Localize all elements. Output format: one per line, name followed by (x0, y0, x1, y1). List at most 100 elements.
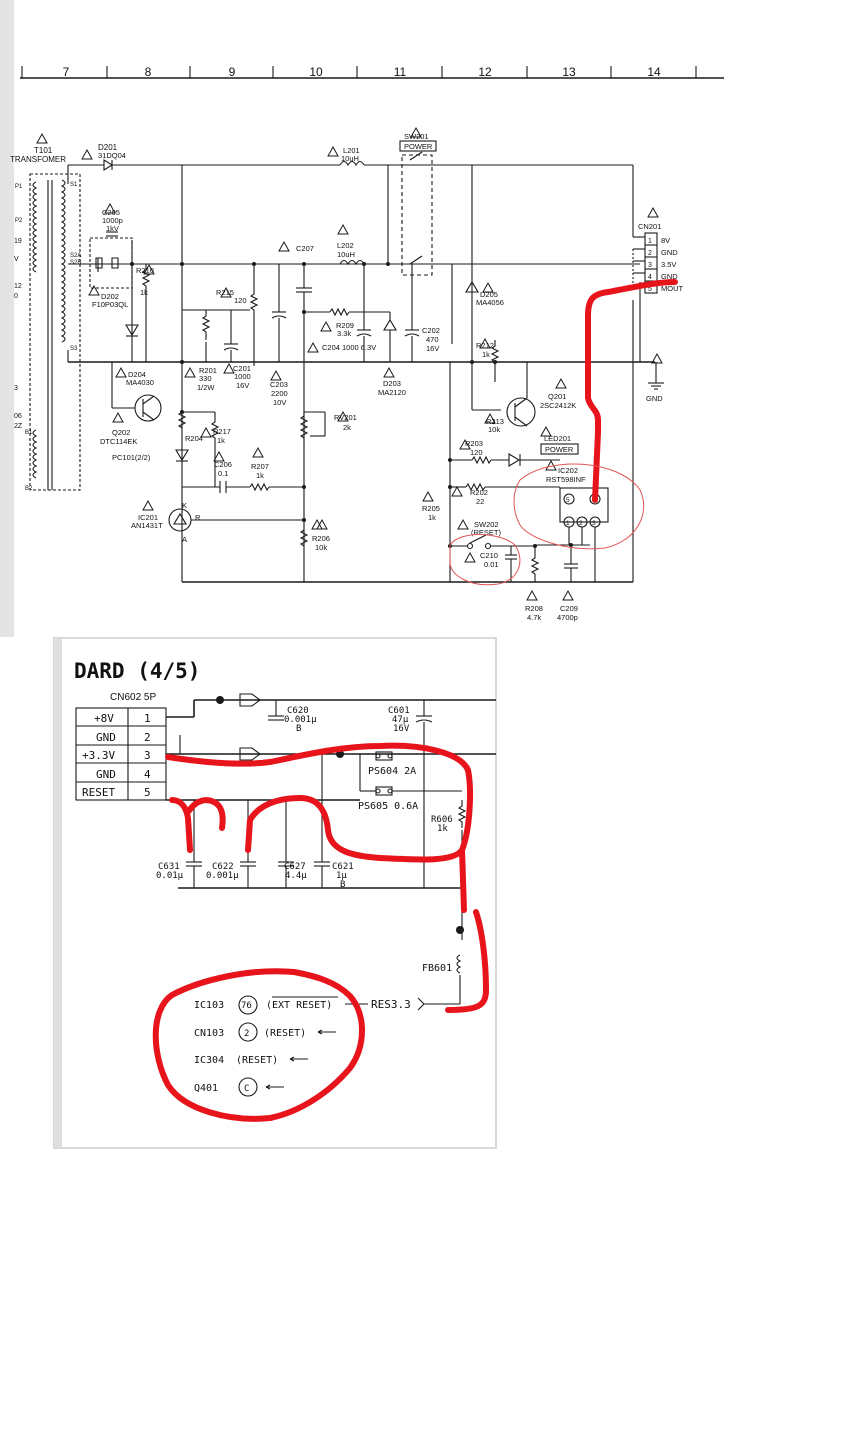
c209-ref: C209 (560, 604, 578, 613)
led201-power-box (540, 443, 579, 455)
r206-value: 10k (315, 543, 327, 552)
d204-ref: D204 (128, 370, 146, 379)
column-12: 12 (478, 65, 492, 79)
flow-arrow-8v (239, 693, 261, 707)
safety-warning-icons (36, 126, 663, 601)
c621-ref: C621 (332, 862, 354, 872)
t101-type: TRANSFOMER (10, 155, 66, 164)
l201-inductor (339, 160, 365, 167)
ic202-pin-1: 1 (566, 520, 570, 527)
t101-side-06: 06 (14, 413, 22, 420)
r205-ref: R205 (422, 504, 440, 513)
c601-voltage: 16V (393, 724, 410, 734)
c627-value: 4.4μ (285, 871, 307, 881)
ref-q401: Q401 (194, 1083, 218, 1094)
led201-function: POWER (545, 445, 574, 454)
cn602-row-4-label: GND (96, 768, 116, 781)
cn201-pin-5: 5 (648, 286, 652, 293)
d203-ref: D203 (383, 379, 401, 388)
t101-pin-s2a: S2A (70, 253, 81, 259)
ref-ic304-signal: (RESET) (236, 1055, 278, 1066)
column-ruler: 7 8 9 10 11 12 13 14 (20, 65, 724, 79)
q202-value: DTC114EK (100, 437, 137, 446)
c601-value: 47μ (392, 715, 409, 725)
cn602-row-2-pin: 2 (144, 731, 151, 744)
r208-value: 4.7k (527, 613, 541, 622)
r210-resistor (141, 264, 151, 292)
q201-value: 2SC2412K (540, 401, 576, 410)
ic201-pin-k: K (182, 501, 187, 510)
c210-ref: C210 (480, 551, 498, 560)
r205-value: 1k (428, 513, 436, 522)
r209-value: 3.3k (337, 329, 351, 338)
ic201-value: AN1431T (131, 521, 163, 530)
left-page-edge (0, 0, 14, 637)
cn602-row-5-pin: 5 (144, 786, 151, 799)
cn201-pin-4: 4 (648, 274, 652, 281)
c621-value: 1μ (336, 871, 347, 881)
led201-ref: LED201 (544, 434, 571, 443)
red-circle-sw202 (449, 534, 521, 586)
pc101-led (175, 449, 189, 462)
c204-label: C204 1000 6.3V (322, 343, 376, 352)
r201-value: 330 (199, 374, 212, 383)
ref-ic304: IC304 (194, 1055, 224, 1066)
t101-pin-p1: P1 (15, 184, 23, 190)
ic202-value: RST598INF (546, 475, 586, 484)
ic202-pin-3: 3 (592, 520, 596, 527)
cn201-connector (644, 232, 658, 294)
rv201-potentiometer (299, 412, 309, 442)
t101-pin-b2: B2 (25, 486, 33, 492)
red-trace-res33 (445, 909, 489, 1013)
r207-ref: R207 (251, 462, 269, 471)
red-trace-to-fb601 (459, 847, 467, 913)
c622-value: 0.001μ (206, 871, 239, 881)
ref-ic103: IC103 (194, 1000, 224, 1011)
ps604-label: PS604 2A (368, 766, 416, 777)
ps605-label: PS605 0.6A (358, 801, 418, 812)
r210-value: 1k (140, 288, 148, 297)
d202-diode-b (111, 257, 119, 269)
t101-pin-s1: S1 (70, 182, 78, 188)
cn201-pin-5-label: MOUT (661, 284, 683, 293)
l202-value: 10uH (337, 250, 355, 259)
column-13: 13 (562, 65, 576, 79)
t101-ref: T101 (34, 146, 53, 155)
top-schematic-panel: 7 8 9 10 11 12 13 14 (0, 0, 866, 637)
c627-ref: C627 (284, 862, 306, 872)
c205-value: 1000p (102, 216, 123, 225)
sw202-ref: SW202 (474, 520, 499, 529)
ref-cn103-signal: (RESET) (264, 1028, 306, 1039)
t101-pin-b1: B1 (25, 430, 33, 436)
ref-q401-pin: C (244, 1084, 249, 1094)
c205-voltage: 1kV (106, 224, 119, 233)
r212-ref: R212 (476, 341, 494, 350)
l201-value: 10uH (341, 154, 359, 163)
cn103-arrow (317, 1029, 336, 1035)
cn602-row-4-pin: 4 (144, 768, 151, 781)
r204-resistor (177, 411, 187, 429)
d205-value: MA4056 (476, 298, 504, 307)
top-red-annotations (449, 279, 678, 586)
bottom-red-annotations (152, 742, 489, 1122)
sw202-function: (RESET) (471, 528, 502, 537)
r208-resistor (530, 546, 540, 582)
d205-zener (465, 280, 479, 293)
c201-value: 1000 (234, 372, 251, 381)
l201-ref: L201 (343, 146, 360, 155)
d202-value: F10P03QL (92, 300, 128, 309)
c202-voltage: 16V (426, 344, 439, 353)
rv201-ref: RV201 (334, 413, 357, 422)
res33-arrow (417, 997, 425, 1011)
r201-power: 1/2W (197, 383, 215, 392)
r202-resistor (465, 482, 486, 492)
d205-ref: D205 (480, 290, 498, 299)
ic202-pin-5: 5 (566, 497, 570, 504)
pc101-ref: PC101(2/2) (112, 453, 151, 462)
r206-resistor (299, 529, 309, 547)
t101-outline (29, 173, 81, 491)
cn201-pin-2: 2 (648, 250, 652, 257)
column-14: 14 (647, 65, 661, 79)
r210-ref: R210 (136, 266, 154, 275)
